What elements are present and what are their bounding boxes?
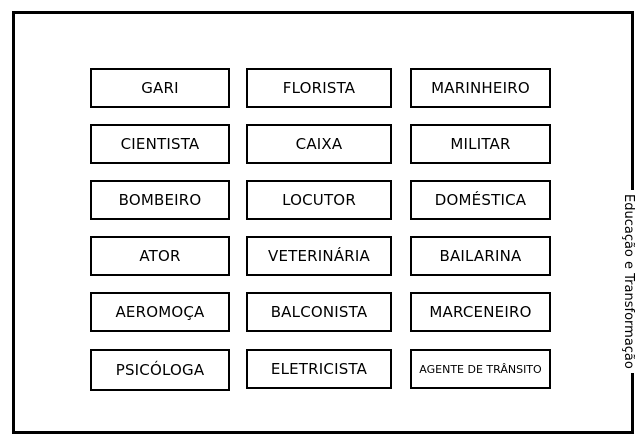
word-card: MARCENEIRO — [410, 292, 551, 332]
word-card: FLORISTA — [246, 68, 392, 108]
word-card: ATOR — [90, 236, 230, 276]
word-card: AEROMOÇA — [90, 292, 230, 332]
word-card: VETERINÁRIA — [246, 236, 392, 276]
word-card: ELETRICISTA — [246, 349, 392, 389]
word-card: MARINHEIRO — [410, 68, 551, 108]
word-card: DOMÉSTICA — [410, 180, 551, 220]
word-card: GARI — [90, 68, 230, 108]
word-card: LOCUTOR — [246, 180, 392, 220]
word-card: AGENTE DE TRÂNSITO — [410, 349, 551, 389]
word-card: PSICÓLOGA — [90, 349, 230, 391]
word-card: BOMBEIRO — [90, 180, 230, 220]
word-card: BAILARINA — [410, 236, 551, 276]
word-card: CIENTISTA — [90, 124, 230, 164]
word-card: CAIXA — [246, 124, 392, 164]
word-card: BALCONISTA — [246, 292, 392, 332]
word-card: MILITAR — [410, 124, 551, 164]
watermark-label: Educação e Transformação — [621, 190, 636, 373]
